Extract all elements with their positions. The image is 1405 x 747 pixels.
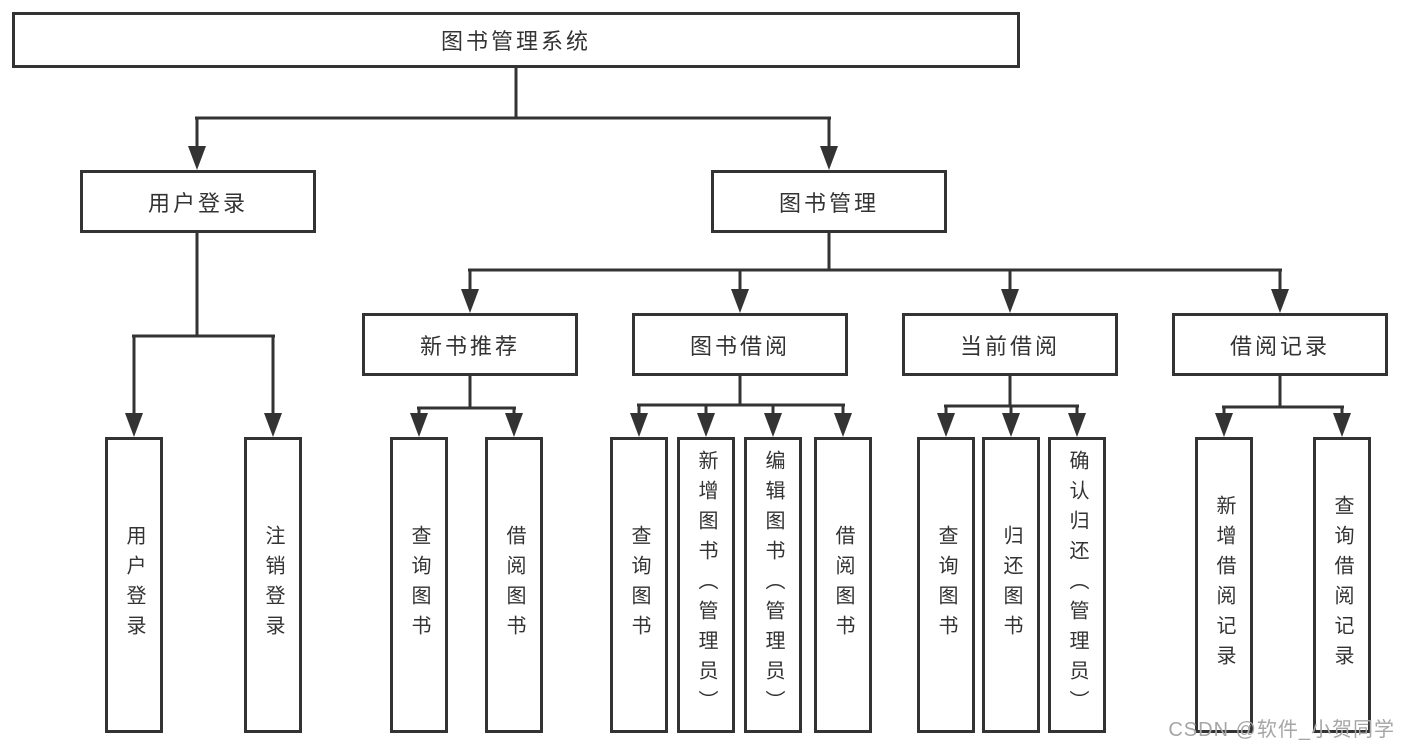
leaf-label: 查询图书 (408, 525, 430, 645)
leaf-confirm-return-admin: 确认归还（管理员） (1048, 437, 1106, 733)
leaf-borrow-books-recommend: 借阅图书 (485, 437, 543, 733)
leaf-return-books: 归还图书 (982, 437, 1040, 733)
node-current-borrow: 当前借阅 (902, 313, 1118, 376)
leaf-label: 借阅图书 (832, 525, 854, 645)
node-borrow-records: 借阅记录 (1172, 313, 1388, 376)
leaf-query-borrow-record: 查询借阅记录 (1313, 437, 1371, 733)
leaf-logout: 注销登录 (244, 437, 302, 733)
leaf-add-borrow-record: 新增借阅记录 (1195, 437, 1253, 733)
leaf-edit-books-admin: 编辑图书（管理员） (744, 437, 802, 733)
leaf-add-books-admin: 新增图书（管理员） (677, 437, 735, 733)
leaf-label: 确认归还（管理员） (1066, 450, 1088, 720)
leaf-query-books-borrow: 查询图书 (610, 437, 668, 733)
leaf-label: 编辑图书（管理员） (762, 450, 784, 720)
leaf-label: 查询借阅记录 (1331, 495, 1353, 675)
node-new-book-recommend: 新书推荐 (362, 313, 578, 376)
node-book-borrow: 图书借阅 (632, 313, 848, 376)
leaf-label: 借阅图书 (503, 525, 525, 645)
node-book-management: 图书管理 (711, 170, 947, 233)
leaf-label: 注销登录 (262, 525, 284, 645)
leaf-query-books-current: 查询图书 (917, 437, 975, 733)
leaf-label: 查询图书 (935, 525, 957, 645)
node-user-login: 用户登录 (80, 170, 316, 233)
leaf-label: 用户登录 (123, 525, 145, 645)
leaf-label: 新增图书（管理员） (695, 450, 717, 720)
node-library-management-system: 图书管理系统 (12, 12, 1020, 68)
leaf-label: 新增借阅记录 (1213, 495, 1235, 675)
leaf-borrow-books: 借阅图书 (814, 437, 872, 733)
leaf-label: 归还图书 (1000, 525, 1022, 645)
leaf-label: 查询图书 (628, 525, 650, 645)
csdn-watermark: CSDN @软件_小贺同学 (1168, 719, 1395, 741)
leaf-user-login: 用户登录 (105, 437, 163, 733)
leaf-query-books-recommend: 查询图书 (390, 437, 448, 733)
